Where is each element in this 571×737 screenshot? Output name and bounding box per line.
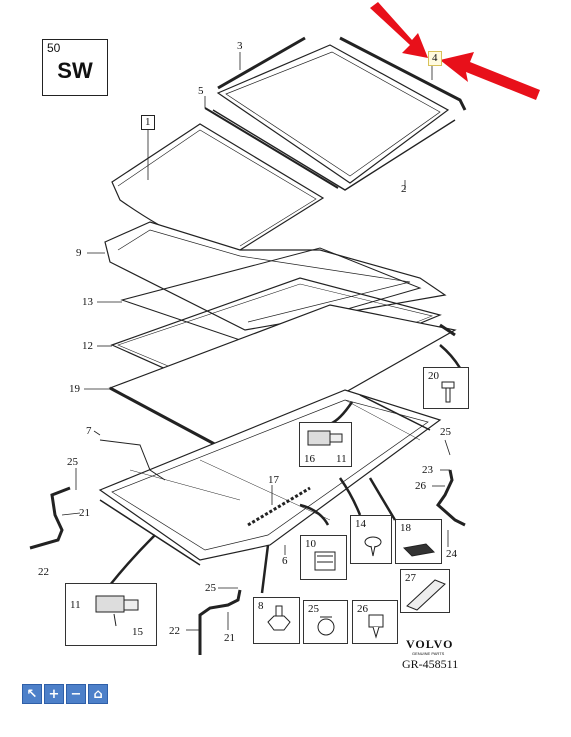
inset-part-16-11[interactable]: 16 11 xyxy=(299,422,352,467)
zoom-out-icon[interactable]: − xyxy=(66,684,86,704)
strip-17 xyxy=(247,486,311,527)
diagram-reference: GR-458511 xyxy=(402,657,459,671)
inset-11-motor-number: 11 xyxy=(70,599,81,611)
callout-17[interactable]: 17 xyxy=(268,474,279,486)
callout-2[interactable]: 2 xyxy=(401,183,407,195)
inset-part-8[interactable]: 8 xyxy=(253,597,300,644)
section-badge: 50 SW xyxy=(42,39,108,96)
callout-24[interactable]: 24 xyxy=(446,548,457,560)
callout-3[interactable]: 3 xyxy=(237,40,243,52)
seal-strip xyxy=(217,36,306,90)
callout-23[interactable]: 23 xyxy=(422,464,433,476)
inset-14-number: 14 xyxy=(355,518,366,530)
inset-8-number: 8 xyxy=(258,600,264,612)
drain-hose-left xyxy=(29,486,71,550)
callout-7[interactable]: 7 xyxy=(86,425,92,437)
brand-logo: VOLVO xyxy=(406,637,454,651)
inset-part-25[interactable]: 25 xyxy=(303,600,348,644)
callout-12[interactable]: 12 xyxy=(82,340,93,352)
motor-icon xyxy=(307,430,343,446)
inset-16-number: 16 xyxy=(304,453,315,465)
seal-5 xyxy=(204,107,339,189)
screw-icon xyxy=(364,536,382,557)
callout-6[interactable]: 6 xyxy=(282,555,288,567)
red-arrow-b xyxy=(440,52,540,100)
inset-10-number: 10 xyxy=(305,538,316,550)
rear-glass xyxy=(216,44,450,184)
motor-assembly-icon xyxy=(95,595,139,627)
drain-hose-bottom xyxy=(198,589,242,655)
frame-9 xyxy=(104,221,447,331)
foam-pad-icon xyxy=(406,579,446,611)
inset-18-number: 18 xyxy=(400,522,411,534)
callout-21-left[interactable]: 21 xyxy=(79,507,90,519)
inset-27-number: 27 xyxy=(405,572,416,584)
cursor-icon[interactable]: ↖ xyxy=(22,684,42,704)
callout-21-bottom[interactable]: 21 xyxy=(224,632,235,644)
zoom-toolbar: ↖ + − ⌂ xyxy=(22,684,108,704)
callout-4[interactable]: 4 xyxy=(428,51,442,66)
inset-part-10[interactable]: 10 xyxy=(300,535,347,580)
inset-15-number: 15 xyxy=(132,626,143,638)
zoom-in-icon[interactable]: + xyxy=(44,684,64,704)
inset-part-18[interactable]: 18 xyxy=(395,519,442,564)
callout-5[interactable]: 5 xyxy=(198,85,204,97)
clamp-icon xyxy=(317,616,335,636)
section-code: SW xyxy=(57,58,93,83)
callout-22-left[interactable]: 22 xyxy=(38,566,49,578)
bolt-icon xyxy=(441,381,455,403)
rail-strip xyxy=(339,36,467,111)
inset-part-14[interactable]: 14 xyxy=(350,515,392,564)
main-frame xyxy=(98,389,442,561)
callout-25-bottom[interactable]: 25 xyxy=(205,582,216,594)
inset-20-number: 20 xyxy=(428,370,439,382)
inset-part-26[interactable]: 26 xyxy=(352,600,398,644)
section-number: 50 xyxy=(47,41,61,55)
home-icon[interactable]: ⌂ xyxy=(88,684,108,704)
callout-19[interactable]: 19 xyxy=(69,383,80,395)
inset-part-11-15[interactable]: 11 15 xyxy=(65,583,157,646)
connector-icon xyxy=(368,614,384,639)
inset-26-number: 26 xyxy=(357,603,368,615)
callout-25-right[interactable]: 25 xyxy=(440,426,451,438)
brand-subtitle: GENUINE PARTS xyxy=(412,651,445,656)
inset-25-number: 25 xyxy=(308,603,319,615)
nut-icon xyxy=(267,605,291,631)
callout-22-bottom[interactable]: 22 xyxy=(169,625,180,637)
callout-26[interactable]: 26 xyxy=(415,480,426,492)
wire-7 xyxy=(99,439,166,481)
inset-part-27[interactable]: 27 xyxy=(400,569,450,613)
callout-9[interactable]: 9 xyxy=(76,247,82,259)
callout-13[interactable]: 13 xyxy=(82,296,93,308)
inset-11-number: 11 xyxy=(336,453,347,465)
inset-part-20[interactable]: 20 xyxy=(423,367,469,409)
callout-25-left[interactable]: 25 xyxy=(67,456,78,468)
drain-hose-right xyxy=(436,469,466,527)
pad-icon xyxy=(402,543,436,557)
clip-icon xyxy=(314,551,336,571)
red-arrow-a xyxy=(370,2,428,58)
callout-1[interactable]: 1 xyxy=(141,115,155,130)
seal-13 xyxy=(120,247,422,341)
